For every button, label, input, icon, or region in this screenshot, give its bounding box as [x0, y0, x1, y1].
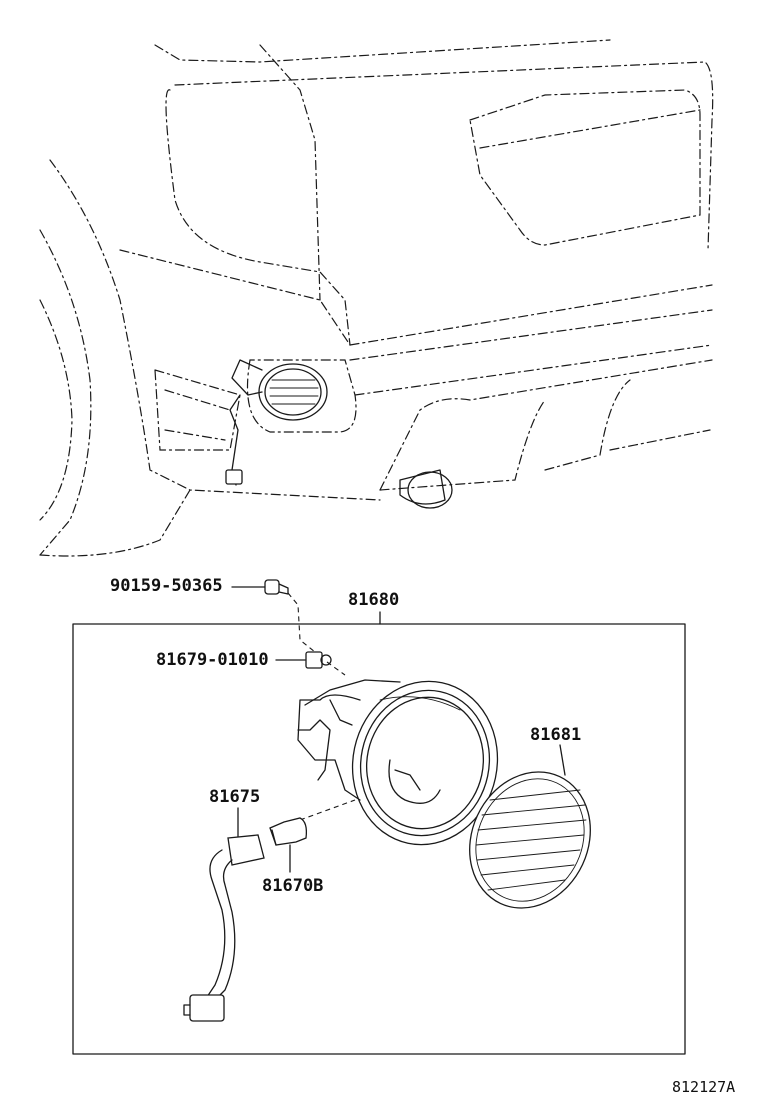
lamp-housing-part — [297, 679, 499, 846]
label-lamp-assembly: 81680 — [348, 590, 400, 610]
label-socket: 81675 — [209, 787, 261, 807]
label-lens: 81681 — [530, 725, 582, 745]
socket-harness-part — [183, 834, 265, 1022]
socket-clip-part — [305, 651, 332, 669]
figure-reference: 812127A — [672, 1078, 736, 1096]
lens-part — [469, 771, 591, 909]
leader-lines — [231, 586, 566, 873]
label-bulb: 81670B — [262, 876, 324, 896]
installed-fog-lamp — [225, 359, 328, 486]
bulb-part — [269, 817, 308, 846]
label-socket-clip: 81679-01010 — [156, 650, 269, 670]
label-screw: 90159-50365 — [110, 576, 223, 596]
vehicle-rear-outline — [39, 39, 714, 557]
assembly-frame — [72, 623, 686, 1055]
screw-part — [264, 579, 289, 595]
